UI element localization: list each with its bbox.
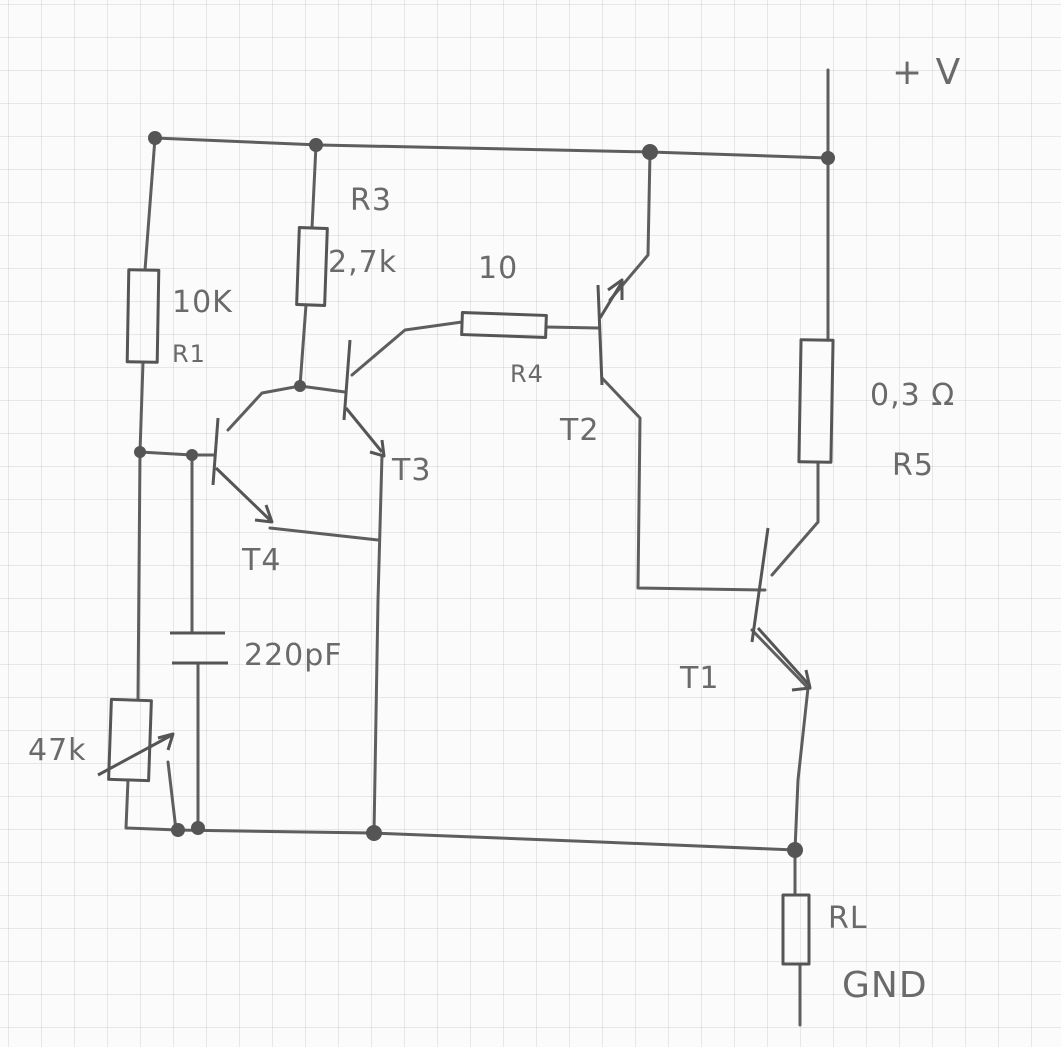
label-r3-value: 2,7k — [328, 245, 397, 280]
wire-t4-collector — [226, 384, 347, 432]
transistor-t2 — [596, 278, 624, 386]
t4-emitter-arrow — [254, 504, 274, 524]
wire-t3-emitter-down — [372, 453, 384, 835]
wire-r1-top — [143, 136, 157, 272]
pot-arrow-head — [157, 732, 175, 751]
t1-emitter — [756, 626, 812, 688]
junction-dot — [787, 842, 803, 858]
label-r1-value: 10K — [172, 285, 233, 320]
wire-t1-emitter — [750, 628, 810, 690]
resistor-r4 — [460, 311, 548, 339]
capacitor-220pf — [170, 631, 228, 665]
wire-r4-to-t2 — [544, 325, 600, 330]
transistor-t4 — [211, 417, 274, 524]
label-r5-value: 0,3 Ω — [870, 378, 955, 413]
wire-r1-bottom — [138, 360, 145, 454]
t3-emitter-arrow — [369, 439, 386, 458]
pot-arrow-line — [97, 733, 173, 777]
wire-r3-bottom — [298, 303, 308, 388]
labels: + V GND 10K R1 R3 2,7k 10 R4 0,3 Ω R5 RL… — [28, 52, 961, 1006]
label-r4-name: R4 — [510, 360, 544, 388]
junction-dot — [366, 825, 382, 841]
t2-emitter — [598, 281, 624, 319]
junctions — [134, 131, 835, 858]
label-r3-name: R3 — [350, 183, 392, 218]
components — [97, 226, 835, 966]
label-rl-name: RL — [828, 901, 868, 936]
t3-emitter — [344, 407, 384, 453]
resistor-r5 — [797, 338, 835, 464]
resistor-r3 — [295, 226, 329, 307]
junction-dot — [171, 823, 185, 837]
junction-dot — [134, 446, 146, 458]
label-supply: + V — [892, 52, 961, 93]
wire-r3-top — [310, 143, 318, 230]
junction-dot — [821, 151, 835, 165]
label-cap-value: 220pF — [244, 638, 343, 673]
label-pot-value: 47k — [28, 733, 87, 768]
pot-body — [107, 697, 153, 783]
wire-t2-collector-to-t1 — [600, 376, 767, 592]
junction-dot — [642, 144, 658, 160]
label-r1-name: R1 — [172, 340, 206, 368]
wire-top-rail — [153, 136, 830, 160]
wire-t2-emitter-to-rail — [608, 150, 652, 302]
junction-dot — [294, 380, 306, 392]
wire-t3-collector-to-r4 — [350, 320, 464, 377]
t4-emitter — [214, 466, 272, 522]
wire-left-node — [138, 450, 217, 457]
resistor-rl — [781, 893, 811, 966]
wire-pot-bottom — [124, 778, 180, 832]
t2-emitter-arrow — [607, 278, 624, 300]
t4-base-bar — [211, 417, 220, 486]
wire-t1-emitter-down — [793, 686, 810, 852]
wire-t4-emitter-to-t3 — [268, 526, 380, 542]
wires — [124, 68, 830, 1027]
label-r4-value: 10 — [478, 251, 518, 286]
potentiometer-47k — [97, 697, 175, 783]
junction-dot — [186, 449, 198, 461]
wire-t1-collector — [770, 520, 820, 577]
wire-pot-wiper — [166, 760, 178, 832]
label-t1: T1 — [679, 661, 719, 696]
label-t2: T2 — [559, 413, 599, 448]
junction-dot — [191, 821, 205, 835]
label-t3: T3 — [391, 453, 431, 488]
label-r5-name: R5 — [892, 448, 934, 483]
wire-bottom-rail — [174, 828, 797, 852]
wire-left-vertical — [136, 450, 142, 702]
junction-dot — [148, 131, 162, 145]
t1-base-bar — [750, 527, 770, 643]
t3-base-bar — [342, 339, 352, 421]
resistor-r1 — [125, 268, 161, 364]
t1-emitter-arrow — [791, 669, 812, 692]
label-t4: T4 — [241, 543, 281, 578]
transistor-t1 — [750, 527, 812, 692]
t2-base-bar — [596, 284, 604, 386]
label-ground: GND — [842, 965, 928, 1006]
transistor-t3 — [342, 339, 386, 458]
junction-dot — [309, 138, 323, 152]
